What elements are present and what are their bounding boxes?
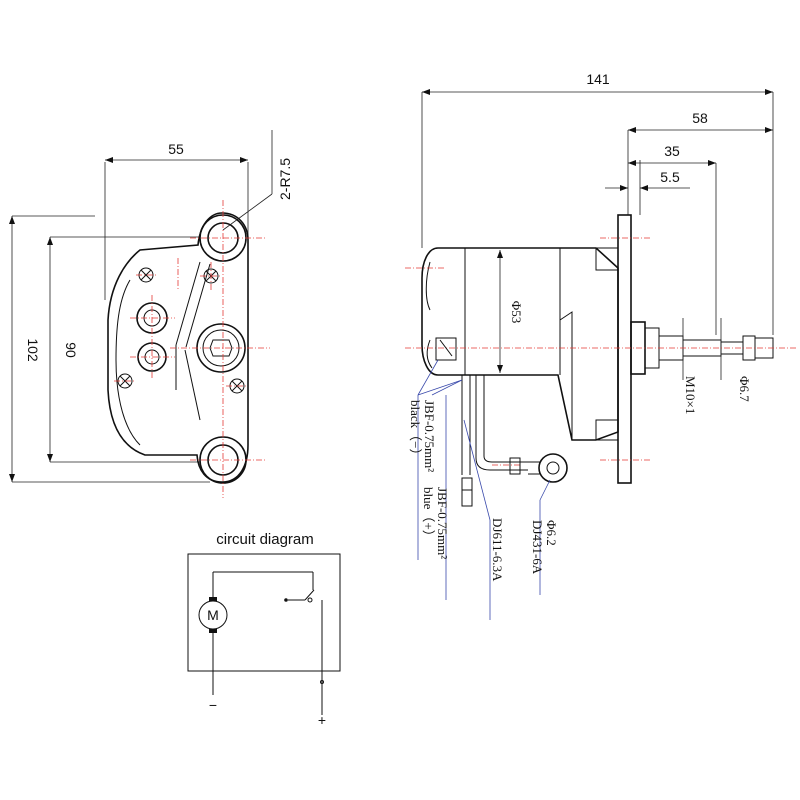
wire-terminal-block <box>435 337 457 361</box>
ring-terminal-spec: DJ431-6A <box>530 520 545 575</box>
hole-spacing-label: 90 <box>63 342 79 358</box>
mounting-flange <box>617 214 632 484</box>
positive-terminal-label: + <box>318 712 326 728</box>
width-dimension-label: 55 <box>168 141 184 157</box>
circuit-diagram: circuit diagram M − + <box>187 531 341 728</box>
connector-spec-label: DJ611-6.3A <box>490 518 505 582</box>
blue-wire-color: blue（+） <box>421 487 436 543</box>
motor-label: M <box>207 607 219 623</box>
circuit-diagram-title: circuit diagram <box>216 531 314 548</box>
radius-dimension-label: 2-R7.5 <box>277 158 293 200</box>
negative-terminal-label: − <box>209 697 217 713</box>
height-dimension-label: 102 <box>25 338 41 362</box>
thread-spec-label: M10×1 <box>683 376 698 414</box>
overall-length-label: 141 <box>586 71 610 87</box>
motor-housing <box>421 247 619 441</box>
black-wire-color: black（−） <box>408 400 423 461</box>
circuit-box <box>187 553 341 672</box>
front-view: 55 2-R7.5 102 90 <box>9 130 293 498</box>
blue-wire-spec: JBF-0.75mm² <box>435 487 450 559</box>
flange-thickness-label: 5.5 <box>660 169 680 185</box>
black-wire-spec: JBF-0.75mm² <box>422 400 437 472</box>
body-diameter-label: Φ53 <box>509 301 524 324</box>
shaft-diameter-label: Φ6.7 <box>737 376 752 402</box>
shaft-segment-label: 35 <box>664 143 680 159</box>
side-view: 141 58 35 5.5 Φ53 <box>405 71 798 620</box>
hex-nut <box>209 339 233 357</box>
blue-wire <box>475 375 528 471</box>
ring-terminal-diameter: Φ6.2 <box>544 520 559 546</box>
ring-terminal <box>528 453 568 483</box>
connector-dj611 <box>461 477 473 507</box>
mounting-plate-outline <box>107 212 249 483</box>
shaft-length-label: 58 <box>692 110 708 126</box>
